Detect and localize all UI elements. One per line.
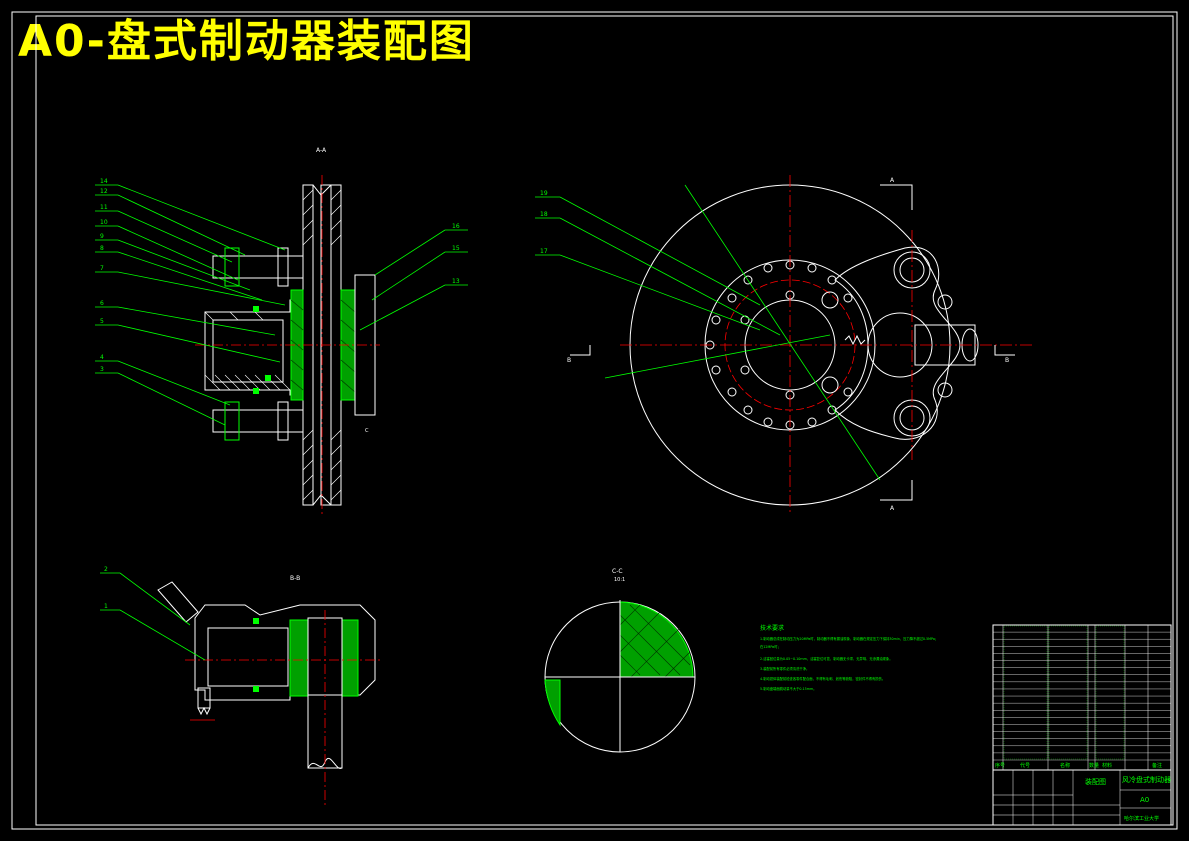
tech-note-1: 1.制动器总成在制动压力为20MPa时，制动器不得有漏油现象，制动器在规定压力下… xyxy=(760,636,938,641)
col-code: 代号 xyxy=(1020,762,1030,769)
section-cc-view: C-C 10:1 xyxy=(544,568,696,753)
tech-note-2: 2.活塞回位量为0.05~0.10mm，活塞复位可靠，制动器无卡滞、无异响、无渗… xyxy=(760,656,893,661)
section-aa-view: A-A xyxy=(95,147,468,515)
tech-note-5: 5.制动盘端面跳动量不大于0.15mm。 xyxy=(760,686,816,691)
col-note: 备注 xyxy=(1152,762,1162,769)
balloon-18: 18 xyxy=(540,211,548,218)
balloon-4: 4 xyxy=(100,354,104,361)
balloon-17: 17 xyxy=(540,248,548,255)
sheet-size: A0 xyxy=(1140,796,1149,804)
tech-note-4: 4.制动钳体装配前检查各零件配合面，不得有毛刺、划伤等缺陷，密封件不得有损伤。 xyxy=(760,676,885,681)
inner-frame xyxy=(35,15,1174,826)
school-name: 哈尔滨工业大学 xyxy=(1124,815,1159,822)
balloon-5: 5 xyxy=(100,318,104,325)
tech-note-3: 3.装配前所有零件必须清洗干净。 xyxy=(760,666,809,671)
balloon-10: 10 xyxy=(100,219,108,226)
section-a-mark-bottom: A xyxy=(890,505,895,512)
tech-notes-heading: 技术要求 xyxy=(760,624,784,632)
section-cc-scale: 10:1 xyxy=(614,577,625,583)
balloon-16: 16 xyxy=(452,223,460,230)
section-c-mark: C xyxy=(365,428,369,434)
outer-frame xyxy=(11,11,1178,830)
balloon-15: 15 xyxy=(452,245,460,252)
drawing-title: A0-盘式制动器装配图 xyxy=(18,16,475,67)
balloon-19: 19 xyxy=(540,190,548,197)
balloon-13: 13 xyxy=(452,278,460,285)
section-b-mark-right: B xyxy=(1005,357,1009,364)
balloon-1: 1 xyxy=(104,603,108,610)
balloon-6: 6 xyxy=(100,300,104,307)
section-cc-label: C-C xyxy=(612,568,623,575)
drawing-name: 风冷盘式制动器 xyxy=(1122,775,1171,784)
balloon-3: 3 xyxy=(100,366,104,373)
balloon-2: 2 xyxy=(104,566,108,573)
balloon-7: 7 xyxy=(100,265,104,272)
technical-requirements: 技术要求 1.制动器总成在制动压力为20MPa时，制动器不得有漏油现象，制动器在… xyxy=(760,624,938,691)
parts-list-title-block: 序号 代号 名称 数量 材料 备注 装配图 风冷盘式制动器 A0 哈尔滨工业大学 xyxy=(992,624,1172,826)
drawing-type: 装配图 xyxy=(1085,777,1106,786)
tech-note-1b: 在12MPa时； xyxy=(760,644,781,649)
col-name: 名称 xyxy=(1060,762,1070,769)
section-bb-view: B-B 2 1 xyxy=(100,566,380,805)
col-qty: 数量 xyxy=(1089,762,1099,769)
section-bb-label: B-B xyxy=(290,575,300,582)
section-aa-label: A-A xyxy=(316,147,327,154)
balloon-9: 9 xyxy=(100,233,104,240)
section-a-mark-top: A xyxy=(890,177,895,184)
disc-front-view: A A B B 19 18 17 xyxy=(535,175,1035,515)
balloon-11: 11 xyxy=(100,204,108,211)
balloon-12: 12 xyxy=(100,188,108,195)
col-material: 材料 xyxy=(1102,762,1112,769)
balloon-8: 8 xyxy=(100,245,104,252)
balloon-14: 14 xyxy=(100,178,108,185)
col-seq: 序号 xyxy=(995,762,1005,769)
section-b-mark-left: B xyxy=(567,357,571,364)
